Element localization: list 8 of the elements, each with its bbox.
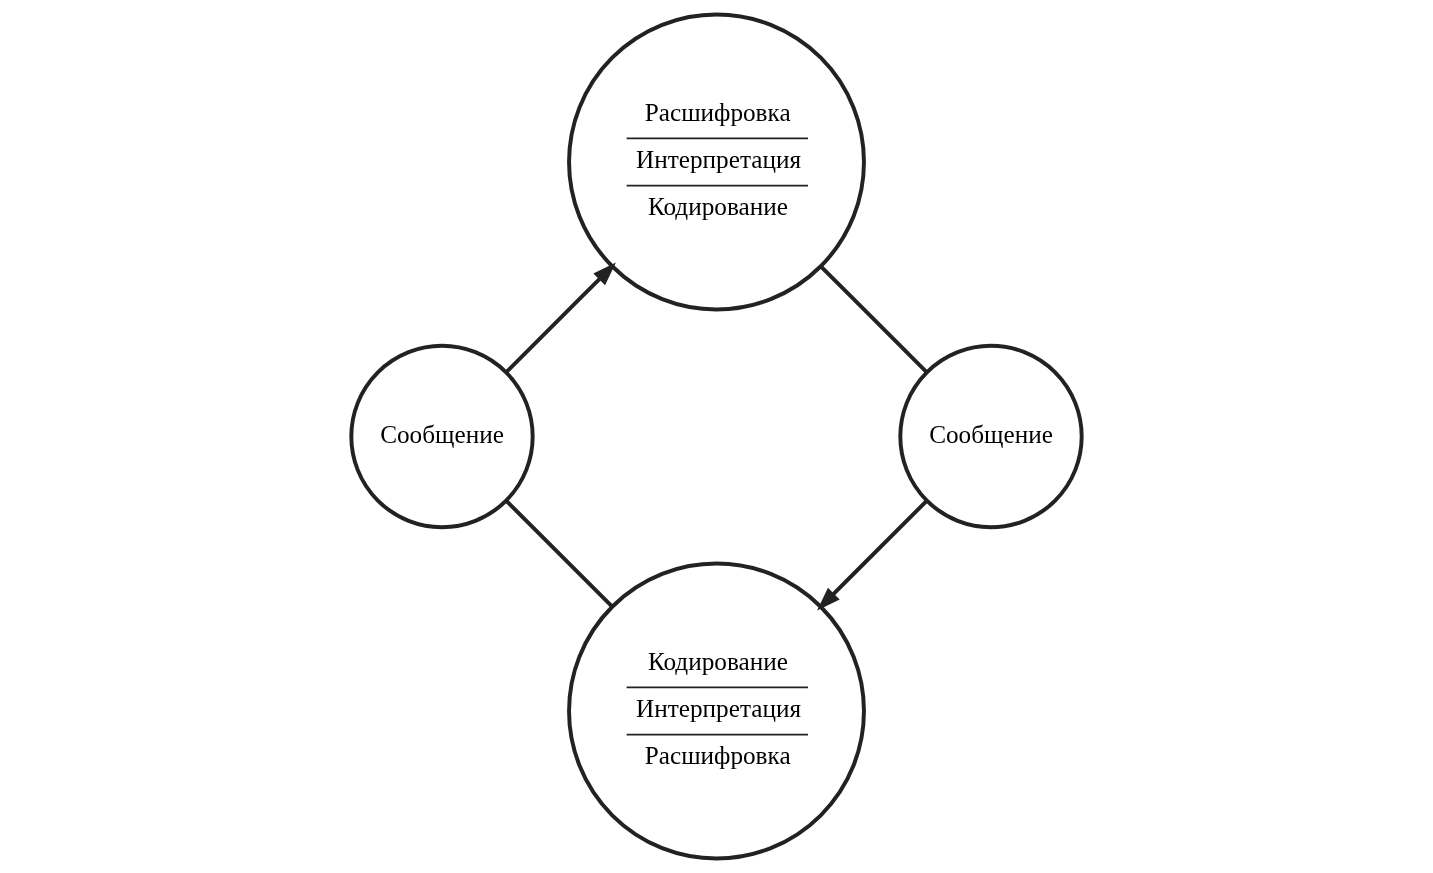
node-circle: Расшифровка Интерпретация Кодирование <box>567 12 866 312</box>
node-circle: Сообщение <box>349 343 535 530</box>
arrow <box>504 262 616 374</box>
connector <box>504 499 614 608</box>
node-circle: Кодирование Интерпретация Расшифровка <box>567 561 866 861</box>
connector <box>819 265 929 374</box>
arrow <box>817 499 929 611</box>
node-circle: Сообщение <box>898 343 1084 530</box>
